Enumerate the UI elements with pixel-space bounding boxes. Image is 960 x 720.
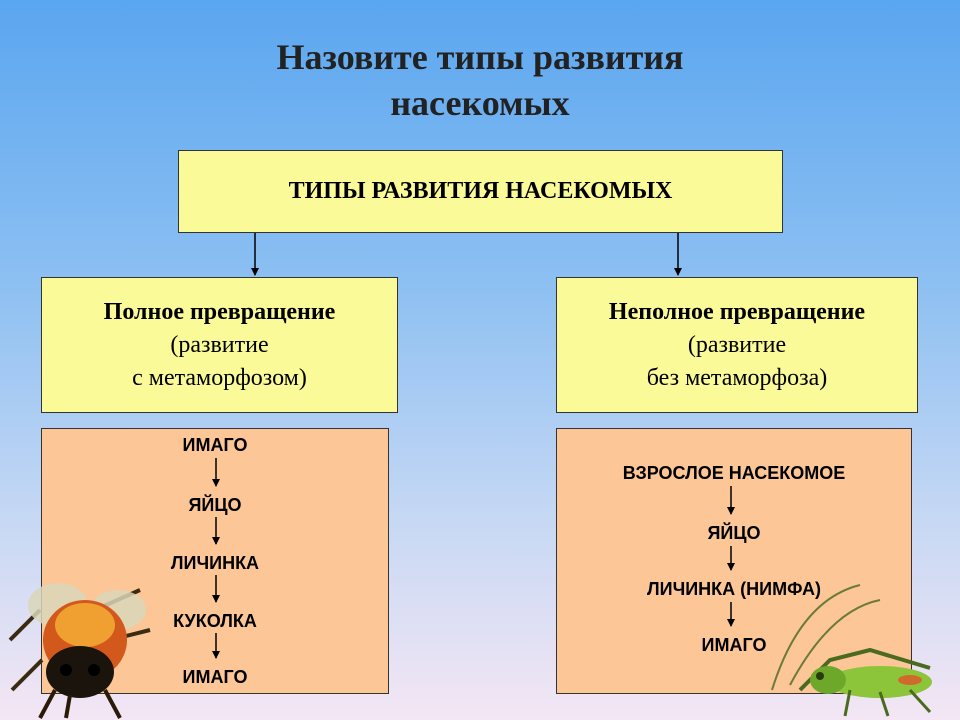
incomplete-line-3: без метаморфоза) [646, 364, 828, 391]
complete-line-2: (развитие [170, 331, 269, 358]
incomplete-stage-2: ЯЙЦО [707, 523, 761, 543]
incomplete-line-2: (развитие [687, 331, 787, 358]
root-box: ТИПЫ РАЗВИТИЯ НАСЕКОМЫХ [178, 150, 783, 233]
incomplete-metamorphosis-box: Неполное превращение (развитие без метам… [556, 277, 918, 413]
complete-stage-4: КУКОЛКА [173, 611, 257, 631]
incomplete-stage-1: ВЗРОСЛОЕ НАСЕКОМОЕ [622, 463, 846, 483]
complete-stage-5: ИМАГО [182, 667, 248, 687]
complete-metamorphosis-box: Полное превращение (развитие с метаморфо… [41, 277, 398, 413]
page-title: Назовите типы развития насекомых [120, 34, 840, 126]
incomplete-stage-4: ИМАГО [701, 635, 767, 655]
complete-heading: Полное превращение [103, 298, 336, 325]
incomplete-heading: Неполное превращение [608, 298, 866, 325]
complete-stage-2: ЯЙЦО [188, 495, 242, 515]
complete-line-3: с метаморфозом) [132, 364, 307, 391]
complete-stage-1: ИМАГО [182, 435, 248, 455]
title-line-1: Назовите типы развития [276, 37, 684, 77]
complete-stage-3: ЛИЧИНКА [170, 553, 260, 573]
root-label: ТИПЫ РАЗВИТИЯ НАСЕКОМЫХ [288, 178, 673, 204]
title-line-2: насекомых [390, 83, 570, 123]
